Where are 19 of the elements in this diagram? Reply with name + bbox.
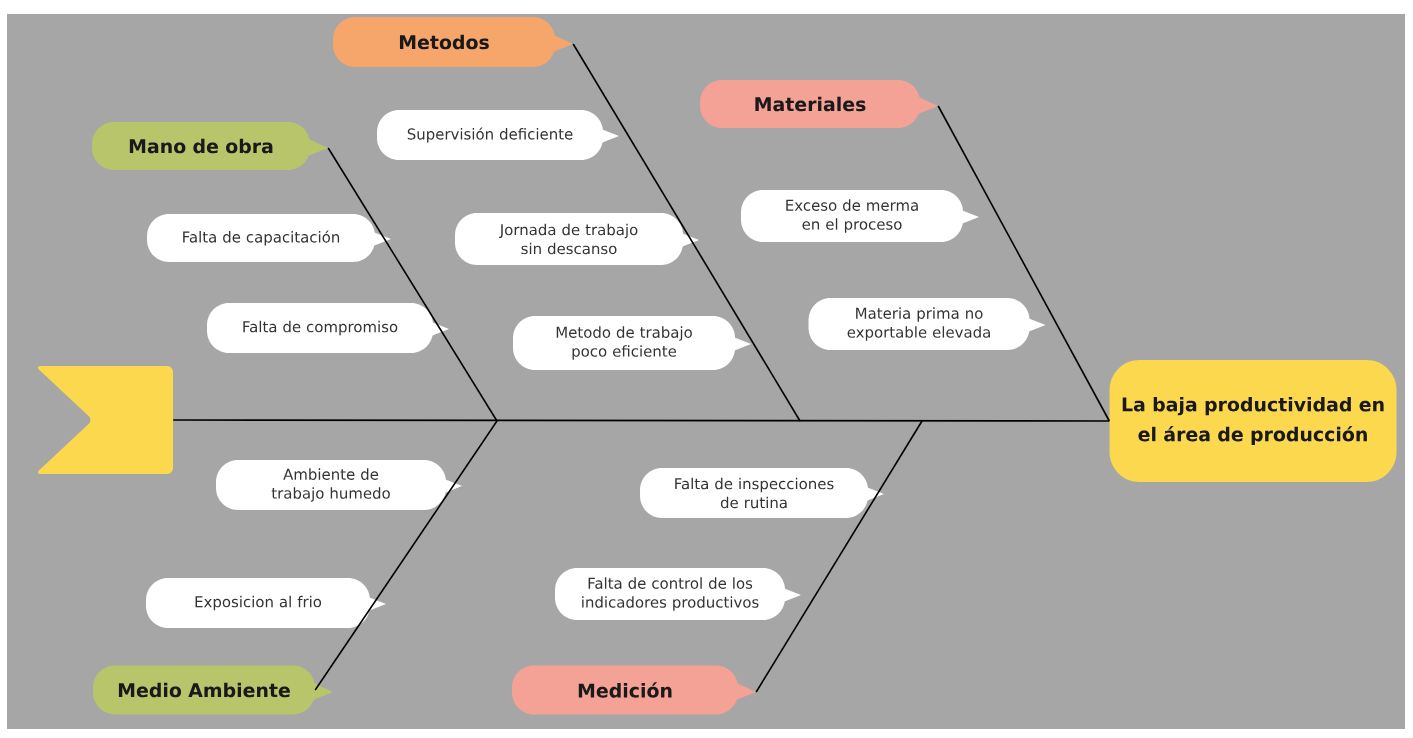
category-callout: Materiales	[700, 80, 938, 128]
category-callout: Mano de obra	[92, 122, 328, 170]
fish-tail	[37, 366, 173, 474]
cause-callout: Jornada de trabajo sin descanso	[455, 213, 699, 265]
cause-callout: Falta de capacitación	[147, 214, 391, 262]
cause-callout: Exposicion al frio	[146, 578, 386, 628]
fish-head: La baja productividad en el área de producción	[1109, 360, 1397, 482]
cause-callout: Falta de inspecciones de rutina	[640, 468, 884, 518]
cause-callout: Supervisión deficiente	[377, 110, 619, 160]
cause-callout: Metodo de trabajo poco eficiente	[513, 316, 751, 370]
cause-callout: Ambiente de trabajo humedo	[216, 460, 462, 510]
cause-callout: Falta de compromiso	[207, 303, 449, 353]
category-callout: Medio Ambiente	[93, 665, 333, 715]
cause-callout: Falta de control de los indicadores productivos	[555, 568, 801, 620]
category-callout: Metodos	[333, 17, 573, 67]
category-callout: Medición	[512, 665, 756, 715]
cause-callout: Exceso de merma en el proceso	[741, 190, 979, 242]
spine-line	[172, 419, 1111, 422]
cause-callout: Materia prima no exportable elevada	[808, 298, 1046, 350]
